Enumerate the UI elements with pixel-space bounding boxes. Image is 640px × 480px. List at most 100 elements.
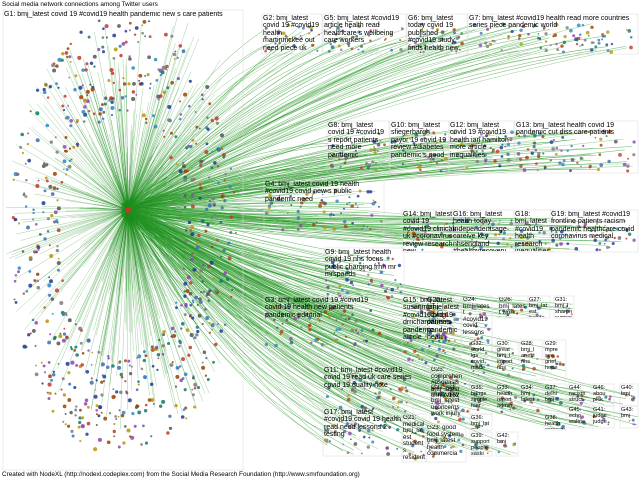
node [27, 333, 31, 337]
node [234, 231, 237, 234]
node [405, 133, 408, 136]
node [195, 246, 200, 250]
node [206, 292, 210, 296]
node [443, 312, 448, 317]
node [277, 31, 281, 35]
edge [128, 205, 501, 315]
node [497, 364, 501, 367]
node [189, 281, 193, 285]
node [363, 376, 367, 380]
node [519, 42, 523, 46]
node [41, 382, 44, 385]
edge [112, 209, 129, 367]
node [351, 221, 354, 225]
node [11, 216, 15, 220]
node [55, 219, 59, 223]
node [68, 76, 71, 79]
node [35, 223, 38, 226]
node [307, 32, 311, 35]
node [542, 27, 545, 30]
node [391, 257, 394, 261]
node [86, 94, 89, 97]
node [438, 138, 441, 141]
edge [127, 146, 169, 211]
group-label-g10: G10: bmj_latest sfiegerbargh paybr 19 co… [391, 122, 447, 159]
edge [122, 26, 513, 212]
node [486, 131, 491, 136]
node [555, 231, 558, 234]
node [394, 278, 397, 282]
node [205, 84, 210, 90]
edge [127, 209, 230, 325]
node [451, 331, 455, 335]
node [60, 388, 63, 391]
node [54, 136, 57, 139]
node [206, 378, 210, 381]
edge [94, 176, 129, 211]
node [189, 258, 192, 261]
node [429, 159, 432, 162]
node [360, 295, 363, 297]
node [536, 169, 539, 172]
node [598, 242, 602, 245]
node [411, 233, 415, 236]
node [312, 222, 316, 227]
node [54, 288, 60, 293]
node [281, 31, 286, 36]
node [468, 312, 472, 316]
node [69, 42, 72, 46]
node [103, 102, 107, 106]
node [461, 417, 465, 421]
edge [79, 148, 129, 211]
node [358, 189, 362, 193]
node [130, 435, 135, 440]
node [183, 194, 187, 198]
node [587, 130, 590, 133]
node [350, 204, 354, 208]
node [314, 321, 317, 324]
node [70, 360, 75, 365]
node [229, 167, 233, 170]
node [471, 238, 473, 241]
node [335, 37, 339, 41]
node [199, 276, 202, 279]
edge [127, 109, 160, 211]
node [537, 151, 541, 156]
node [187, 144, 191, 148]
node [97, 19, 101, 23]
node [369, 29, 372, 32]
edge [127, 172, 222, 211]
node [370, 382, 373, 384]
node [331, 154, 334, 157]
node [333, 331, 336, 334]
node [112, 33, 117, 38]
node [452, 347, 456, 351]
node [200, 219, 205, 224]
edge [27, 103, 129, 211]
node [325, 189, 328, 193]
node [205, 356, 208, 360]
edge [127, 71, 192, 211]
node [230, 274, 233, 277]
edge [127, 209, 141, 369]
node [353, 442, 358, 446]
node [374, 168, 378, 172]
node [83, 98, 87, 103]
node [361, 228, 363, 230]
node [530, 352, 533, 356]
edge [127, 197, 223, 211]
node [102, 27, 105, 30]
node [435, 333, 439, 337]
node [222, 153, 226, 157]
node [83, 105, 87, 109]
edge [108, 209, 129, 294]
node [520, 236, 524, 240]
edge [127, 160, 221, 211]
node [483, 144, 487, 148]
node [124, 95, 128, 98]
node [215, 121, 220, 125]
node [602, 35, 604, 38]
node [380, 220, 383, 223]
group-label-g21: G21: medical bmj_latest students residen… [403, 415, 425, 459]
node [60, 58, 64, 62]
